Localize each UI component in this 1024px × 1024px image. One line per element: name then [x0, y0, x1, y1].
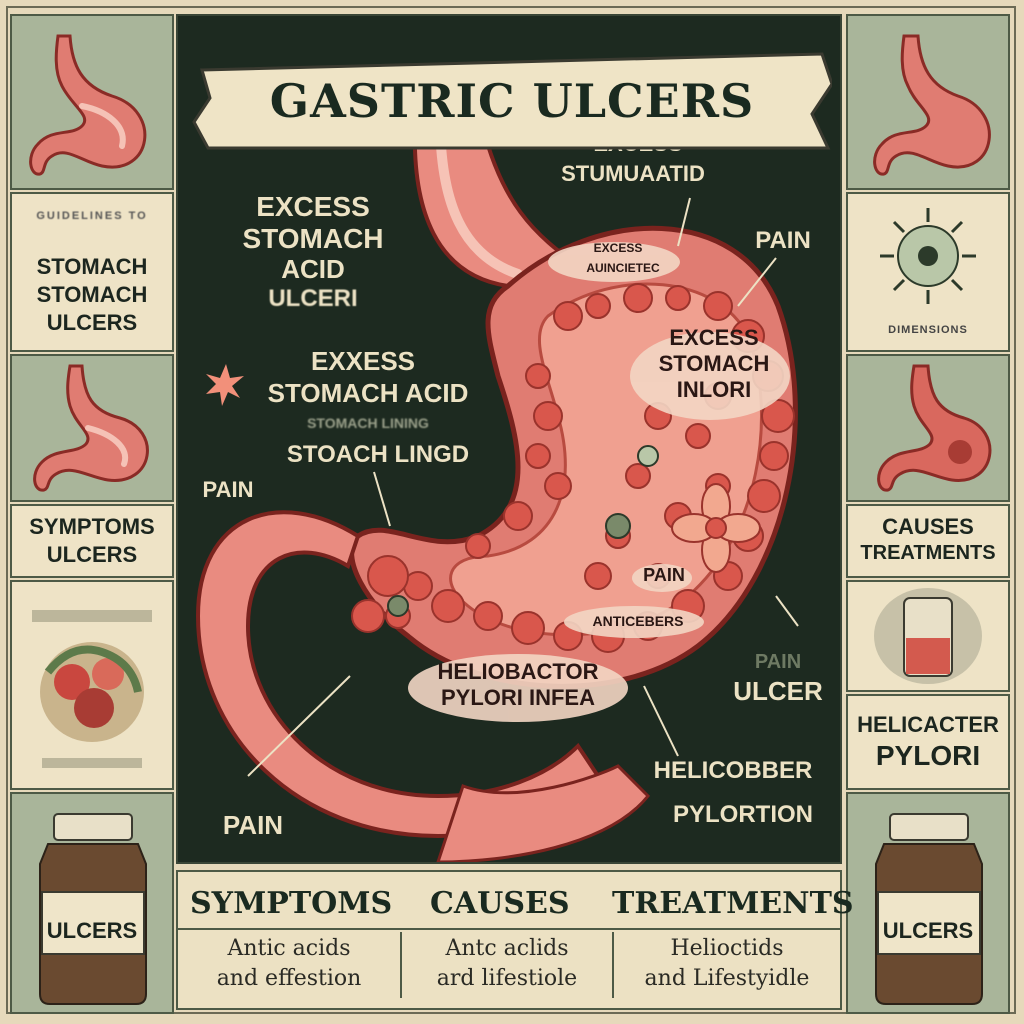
header-symptoms: SYMPTOMS: [190, 886, 393, 921]
excess-small-label: EXCESS: [593, 241, 643, 255]
excess-stomach-acid-left-4: ULCERI: [268, 285, 358, 312]
center-illustration: EXCESS STUMUAATID PAIN EXCESS STOMACH AC…: [176, 14, 842, 864]
left-jar-panel: ULCERS: [10, 792, 174, 1014]
blurred-heading: GUIDELINES TO: [36, 210, 148, 222]
pylortion-label: PYLORTION: [672, 801, 813, 828]
right-causes-panel: CAUSES TREATMENTS: [846, 504, 1010, 578]
outer-frame: [6, 6, 1016, 1014]
pain-mid-label: PAIN: [643, 565, 685, 585]
left-symptoms-label: SYMPTOMS: [29, 514, 155, 539]
left-ulcers-label-2: ULCERS: [46, 542, 138, 567]
stomach-icon: [877, 364, 992, 492]
food-illustration-icon: [32, 610, 152, 768]
medicine-jar-icon: [39, 813, 147, 1005]
right-specimen-panel: DIMENSIONS: [846, 192, 1010, 352]
bacteria-icon: [880, 208, 976, 304]
stomach-icon: [33, 364, 149, 492]
pain-left-label: PAIN: [202, 477, 254, 502]
right-jar-panel: ULCERS: [846, 792, 1010, 1014]
title-banner: [192, 52, 832, 150]
header-treatments: TREATMENTS: [612, 886, 854, 921]
excess-stomach-acid-left-2: STOMACH: [242, 223, 384, 254]
medicine-jar-icon: [875, 813, 983, 1005]
left-stomach-label-1: STOMACH: [36, 254, 148, 279]
left-stomach-ulcers-panel: GUIDELINES TO STOMACH STOMACH ULCERS: [10, 192, 174, 352]
left-symptoms-panel: SYMPTOMS ULCERS: [10, 504, 174, 578]
excess-stomach-acid-left-3: ACID: [281, 254, 345, 284]
right-treatments-label: TREATMENTS: [860, 542, 996, 564]
stomach-icon: [29, 34, 147, 176]
pain-right-label: PAIN: [754, 651, 802, 673]
page-title: GASTRIC ULCERS: [269, 74, 755, 128]
header-causes: CAUSES: [430, 886, 570, 921]
right-helicacter-panel: HELICACTER PYLORI: [846, 694, 1010, 790]
table-cell-causes: Antc aclids ard lifestiole: [402, 932, 614, 998]
blurred-mid-label: STOMACH LINING: [307, 415, 429, 431]
right-causes-label: CAUSES: [882, 514, 974, 539]
left-stomach-label-2: STOMACH: [36, 282, 148, 307]
excess-inlori-3: INLORI: [676, 377, 752, 402]
excess-inlori-2: STOMACH: [658, 351, 770, 376]
right-stomach-panel-top: [846, 14, 1010, 190]
excess-stomach-acid-left-1: EXCESS: [256, 191, 370, 222]
title-banner-text: GASTRIC ULCERS: [192, 44, 832, 154]
left-jar-label: ULCERS: [46, 918, 138, 943]
right-stomach-panel-mid: [846, 354, 1010, 502]
table-header: SYMPTOMS CAUSES TREATMENTS: [178, 878, 854, 930]
exxess-stomach-acid-label: STOMACH ACID: [267, 378, 469, 408]
left-ulcers-label: ULCERS: [46, 310, 138, 335]
bottom-table: SYMPTOMS CAUSES TREATMENTS Antic acids a…: [176, 870, 854, 1010]
left-stomach-panel-mid: [10, 354, 174, 502]
right-capsule-panel: [846, 580, 1010, 692]
auincietec-label: AUINCIETEC: [586, 261, 660, 275]
ulcer-label: ULCER: [733, 676, 823, 706]
right-helicacter-label: HELICACTER: [857, 712, 999, 737]
table-cell-treatments: Helioctids and Lifestyidle: [614, 932, 840, 998]
anticebers-label: ANTICEBERS: [592, 613, 684, 629]
stomach-illustration: [195, 104, 799, 862]
excess-inlori-1: EXCESS: [669, 325, 759, 350]
heliobactor-label-1: HELIOBACTOR: [437, 659, 599, 684]
stomach-icon: [873, 34, 991, 176]
right-pylori-label: PYLORI: [875, 740, 981, 771]
right-specimen-caption: DIMENSIONS: [888, 324, 968, 336]
cell-line: ard lifestiole: [436, 965, 578, 991]
pain-top-label: PAIN: [755, 227, 811, 254]
capsule-jar-icon: [874, 588, 982, 684]
exxess-label: EXXESS: [310, 346, 416, 376]
left-illustration-panel: [10, 580, 174, 790]
cell-line: and Lifestyidle: [644, 965, 810, 991]
stumuaatid-label: STUMUAATID: [561, 161, 705, 186]
stoach-lingd-label: STOACH LINGD: [286, 441, 470, 468]
pain-bottom-label: PAIN: [222, 810, 284, 840]
heliobactor-label-2: PYLORI INFEA: [440, 685, 595, 710]
cell-line: Antc aclids: [445, 936, 569, 961]
left-stomach-panel-top: [10, 14, 174, 190]
cell-line: Antic acids: [227, 936, 351, 961]
cell-line: Helioctids: [670, 936, 784, 961]
table-cell-symptoms: Antic acids and effestion: [178, 932, 402, 998]
cell-line: and effestion: [216, 965, 362, 991]
right-jar-label: ULCERS: [882, 918, 974, 943]
helicobber-label: HELICOBBER: [653, 757, 813, 784]
